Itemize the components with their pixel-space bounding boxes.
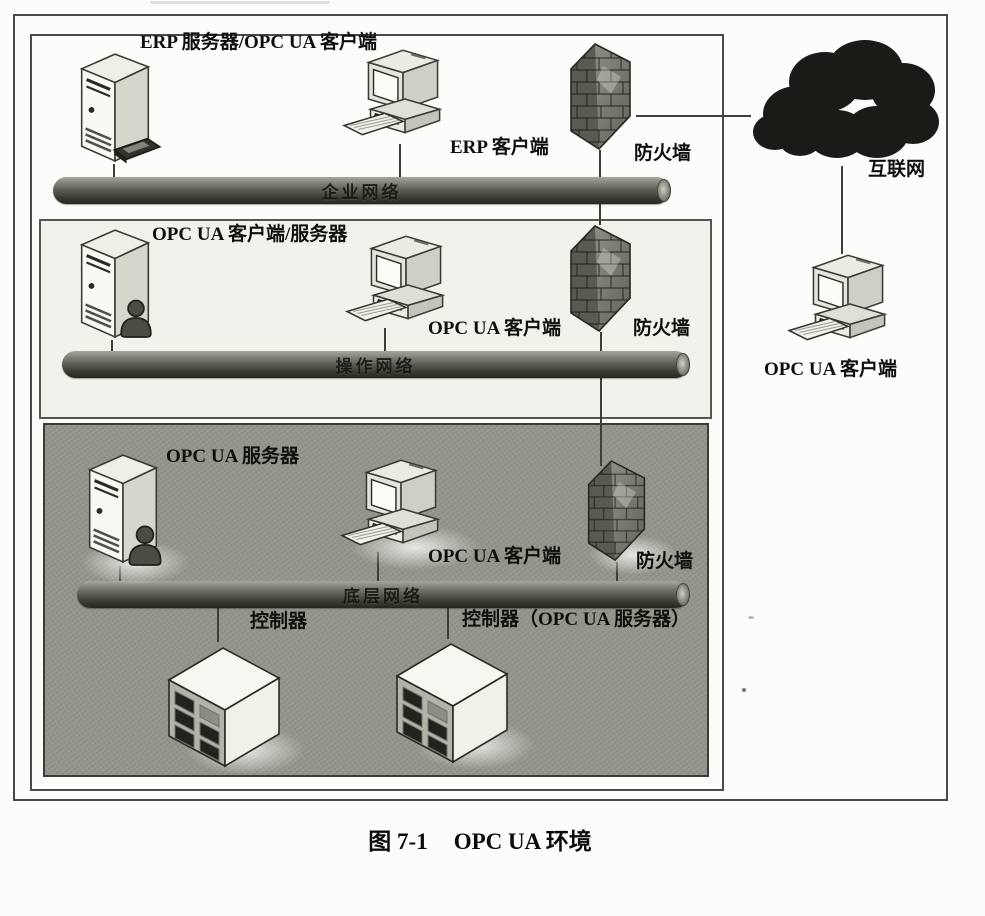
opcua-client-computer-icon-bot [338,456,462,554]
disk-card-icon [112,136,162,166]
external-opcua-client-computer-icon [785,250,909,350]
internet-label: 互联网 [868,159,926,180]
internet-cloud-icon [745,22,945,172]
connection-line-controller1 [217,608,219,642]
opcua-client-label-bot: OPC UA 客户端 [428,546,562,567]
connection-line-controller2 [447,608,449,639]
opcua-client-computer-icon-mid [343,232,467,330]
scan-streak [150,1,330,4]
controller-cabinet-icon [160,638,286,770]
controller-server-label: 控制器（OPC UA 服务器） [462,609,691,630]
firewall-icon-operations [565,224,637,336]
connection-line-bus1-firewall2 [599,203,601,225]
connection-line-opcua-client-mid [384,328,386,353]
erp-client-label: ERP 客户端 [450,137,549,158]
operations-network-label: 操作网络 [335,357,416,376]
figure-caption-title: OPC UA 环境 [453,829,592,854]
figure-outer-border [13,14,948,801]
figure-caption: 图 7-1 OPC UA 环境 [0,822,960,856]
connection-line-firewall1-bus [599,150,601,178]
firewall-label-operations: 防火墙 [633,318,691,339]
firewall-icon-field [583,458,651,566]
firewall-label-enterprise: 防火墙 [634,143,692,164]
scan-speck [742,688,746,692]
person-icon [118,298,154,340]
opcua-server-label: OPC UA 服务器 [166,446,300,467]
opcua-client-label-mid: OPC UA 客户端 [428,318,562,339]
field-network-label: 底层网络 [343,587,423,606]
enterprise-network-bus: 企业网络 [53,177,671,204]
connection-line-firewall1-internet [636,115,751,117]
operations-network-bus: 操作网络 [62,351,690,378]
controller-label: 控制器 [250,611,308,632]
erp-client-computer-icon [340,46,464,144]
person-icon [126,524,164,568]
connection-line-bus2-firewall3 [600,378,602,466]
connection-line-internet-client [841,166,843,254]
field-network-bus: 底层网络 [77,581,690,608]
figure-caption-number: 图 7-1 [368,829,428,854]
connection-line-erp-client [399,144,401,178]
external-opcua-client-label: OPC UA 客户端 [764,359,898,380]
connection-line-erp-server [113,164,115,178]
opcua-client-server-label: OPC UA 客户端/服务器 [152,224,348,245]
enterprise-network-label: 企业网络 [321,183,402,202]
connection-line-opcua-cs [111,340,113,353]
firewall-label-field: 防火墙 [636,551,694,572]
connection-line-firewall2-bus [600,332,602,353]
plant-boundary-box [30,34,724,791]
erp-server-label: ERP 服务器/OPC UA 客户端 [140,32,377,53]
scan-speck [748,616,754,619]
controller-server-cabinet-icon [388,634,514,766]
firewall-icon-enterprise [565,42,637,154]
